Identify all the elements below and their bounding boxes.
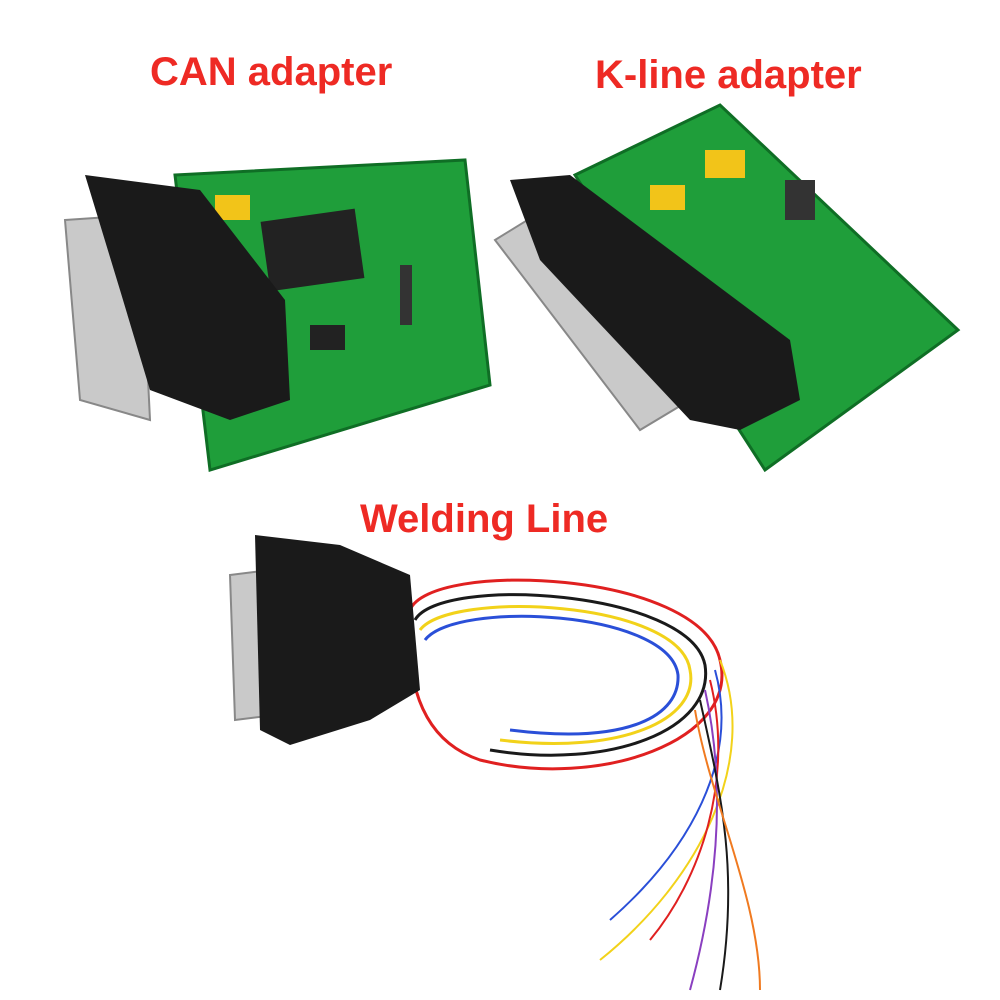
kline-capacitor bbox=[705, 150, 745, 178]
can-small-chip bbox=[310, 325, 345, 350]
can-pin-header bbox=[400, 265, 412, 325]
can-chip bbox=[260, 208, 365, 292]
can-adapter-image bbox=[63, 158, 492, 472]
kline-adapter-label: K-line adapter bbox=[595, 53, 862, 97]
welding-line-image bbox=[407, 578, 761, 991]
can-db25-housing bbox=[85, 175, 290, 420]
kline-adapter-image bbox=[493, 103, 961, 473]
can-capacitor bbox=[215, 195, 250, 220]
welding-connector-image bbox=[228, 535, 420, 745]
kline-capacitor-2 bbox=[650, 185, 685, 210]
can-adapter-label: CAN adapter bbox=[150, 50, 393, 94]
welding-line-label: Welding Line bbox=[360, 497, 609, 541]
kline-db25-housing bbox=[510, 175, 800, 430]
welding-db25-hood bbox=[255, 535, 420, 745]
kline-pin-header bbox=[785, 180, 815, 220]
